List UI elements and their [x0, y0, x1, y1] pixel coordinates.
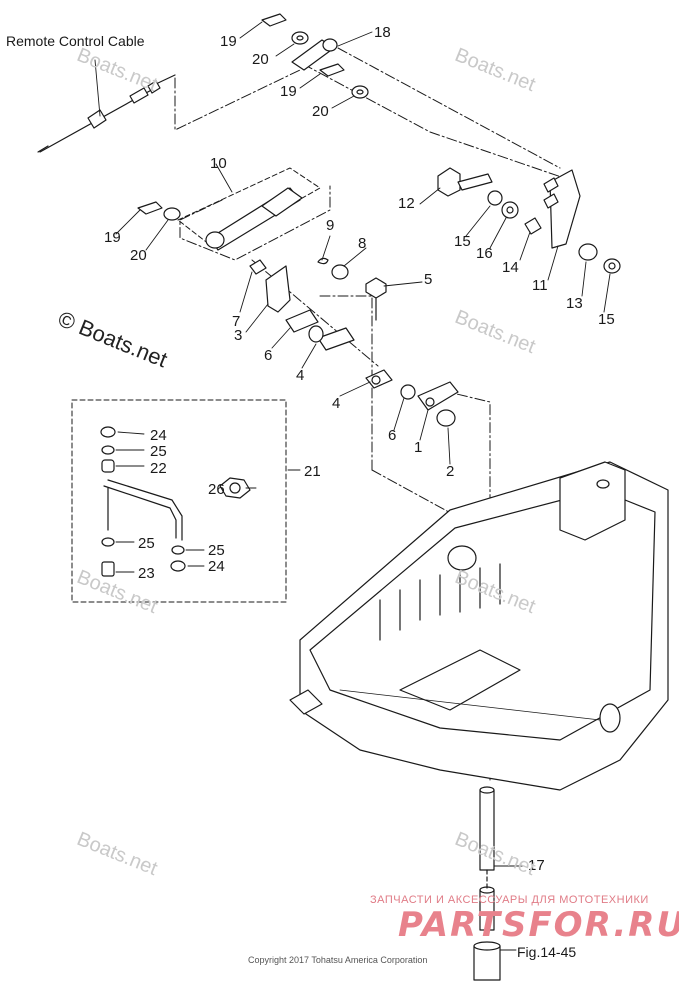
- callout-10: 10: [210, 155, 227, 172]
- callout-18: 18: [374, 24, 391, 41]
- callout-11: 11: [532, 277, 548, 294]
- callout-4: 4: [296, 367, 305, 384]
- callout-25: 25: [208, 542, 225, 559]
- callout-25: 25: [138, 535, 155, 552]
- callout-7: 7: [232, 313, 241, 330]
- callout-17: 17: [528, 857, 545, 874]
- callout-20: 20: [312, 103, 329, 120]
- callout-20: 20: [252, 51, 269, 68]
- callout-20: 20: [130, 247, 147, 264]
- callout-19: 19: [104, 229, 121, 246]
- callout-19: 19: [220, 33, 237, 50]
- callout-22: 22: [150, 460, 167, 477]
- callout-14: 14: [502, 259, 519, 276]
- shift-rod-cluster: [249, 257, 393, 389]
- kit-21-parts: [100, 426, 186, 577]
- figure-reference: Fig.14-45: [517, 944, 577, 960]
- callout-21: 21: [304, 463, 321, 480]
- remote-control-cable-label: Remote Control Cable: [6, 33, 145, 49]
- callout-6: 6: [388, 427, 397, 444]
- callout-9: 9: [326, 217, 335, 234]
- joint-parts-top: [261, 13, 369, 99]
- callout-6: 6: [264, 347, 273, 364]
- lower-cowling: [289, 461, 669, 791]
- remote-control-cable: [37, 59, 176, 153]
- kit-21-box: [71, 399, 287, 603]
- callout-5: 5: [424, 271, 433, 288]
- callout-1: 1: [414, 439, 423, 456]
- callout-24: 24: [208, 558, 225, 575]
- callout-24: 24: [150, 427, 167, 444]
- copyright: Copyright 2017 Tohatsu America Corporati…: [248, 955, 428, 965]
- callout-26: 26: [208, 481, 225, 498]
- nut-26: [219, 477, 251, 499]
- callout-2: 2: [446, 463, 455, 480]
- arm-cluster: [400, 381, 459, 427]
- callout-15: 15: [454, 233, 471, 250]
- callout-4: 4: [332, 395, 341, 412]
- shift-shaft-17: [473, 786, 501, 981]
- callout-15: 15: [598, 311, 615, 328]
- leader-lines: [115, 21, 611, 951]
- shift-arm-cluster: [437, 167, 621, 274]
- callout-3: 3: [234, 327, 243, 344]
- callout-19: 19: [280, 83, 297, 100]
- callout-23: 23: [138, 565, 155, 582]
- callout-16: 16: [476, 245, 493, 262]
- linkage-rod: [137, 187, 303, 251]
- callout-12: 12: [398, 195, 415, 212]
- callout-8: 8: [358, 235, 367, 252]
- banner-logo: PARTSFOR.RU: [398, 905, 679, 945]
- callout-25: 25: [150, 443, 167, 460]
- banner-subtitle: ЗАПЧАСТИ И АКСЕССУАРЫ ДЛЯ МОТОТЕХНИКИ: [370, 894, 649, 906]
- callout-13: 13: [566, 295, 583, 312]
